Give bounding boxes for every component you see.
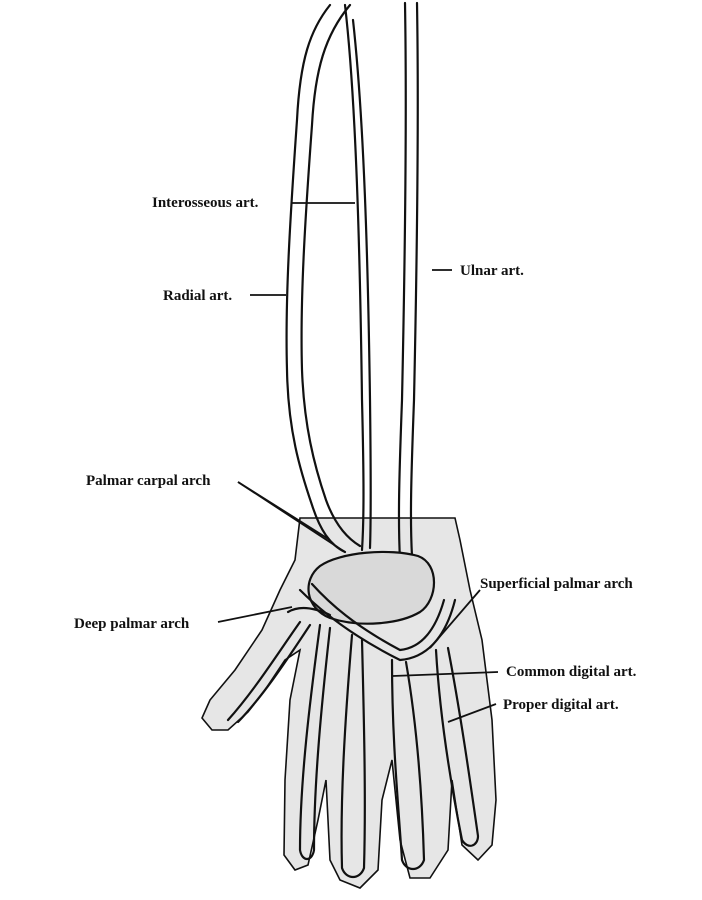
thumb-artery-inner <box>236 623 312 724</box>
leader-superficial-palmar <box>429 589 481 649</box>
thumb-artery <box>226 620 302 722</box>
digital-artery-little <box>434 646 480 847</box>
label-superficial-palmar: Superficial palmar arch <box>480 576 633 592</box>
digital-artery-middle <box>340 633 366 879</box>
digital-artery-ring <box>390 658 426 871</box>
deep-palmar-arch <box>286 606 332 617</box>
leader-palmar-carpal-b <box>237 481 331 541</box>
interosseous-artery <box>343 3 365 552</box>
label-deep-palmar: Deep palmar arch <box>74 616 190 632</box>
superficial-palmar-arch-inner <box>310 582 446 652</box>
ulnar-artery <box>397 1 407 562</box>
digital-artery-index <box>298 623 332 861</box>
ulnar-artery-inner <box>409 1 419 558</box>
superficial-palmar-arch <box>298 588 457 662</box>
leader-common-digital <box>392 671 499 677</box>
label-ulnar: Ulnar art. <box>460 263 524 279</box>
label-radial: Radial art. <box>163 288 232 304</box>
interosseous-artery-inner <box>351 18 372 550</box>
leader-proper-digital <box>447 703 497 723</box>
radial-artery <box>285 3 347 554</box>
label-palmar-carpal: Palmar carpal arch <box>86 473 211 489</box>
label-interosseous: Interosseous art. <box>152 195 259 211</box>
leader-deep-palmar <box>217 606 293 623</box>
label-common-digital: Common digital art. <box>506 664 637 680</box>
label-proper-digital: Proper digital art. <box>503 697 619 713</box>
radial-artery-inner <box>300 3 362 548</box>
